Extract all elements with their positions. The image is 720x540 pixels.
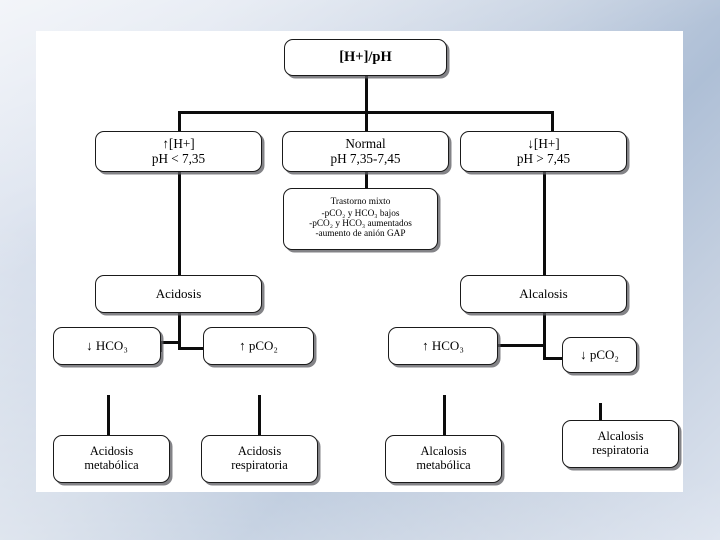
node-mixed-item-3: -aumento de anión GAP [315, 229, 406, 240]
node-alcalosis-metabolica-line1: Alcalosis [420, 444, 467, 459]
node-hco3-up[interactable]: ↑ HCO₃ [388, 327, 498, 365]
node-hco3-up-label: ↑ HCO₃ [422, 337, 464, 353]
node-acidosis[interactable]: Acidosis [95, 275, 262, 313]
node-acidosis-respiratoria[interactable]: Acidosis respiratoria [201, 435, 318, 483]
connector-acidosis-to-hco3down-upper [159, 341, 180, 344]
node-alcalosis-respiratoria-line1: Alcalosis [597, 429, 644, 444]
node-acidosis-metabolica[interactable]: Acidosis metabólica [53, 435, 170, 483]
node-high-h-line1: ↑[H+] [162, 135, 195, 151]
node-pco2-down[interactable]: ↓ pCO₂ [562, 337, 637, 373]
node-low-h-line1: ↓[H+] [527, 135, 560, 151]
connector-acidosis-stem [178, 313, 181, 350]
node-acidosis-respiratoria-line1: Acidosis [237, 444, 282, 459]
node-alcalosis[interactable]: Alcalosis [460, 275, 627, 313]
node-low-h-line2: pH > 7,45 [516, 150, 571, 166]
node-root-label: [H+]/pH [339, 49, 392, 66]
connector-drop-high-h [178, 111, 181, 131]
connector-normal-to-mixed [365, 171, 368, 189]
node-mixed-item-2: -pCO₂ y HCO₃ aumentados [309, 219, 412, 229]
connector-drop-normal [365, 111, 368, 131]
node-alcalosis-respiratoria[interactable]: Alcalosis respiratoria [562, 420, 679, 468]
node-acidosis-label: Acidosis [155, 285, 202, 301]
connector-root-stem [365, 76, 368, 113]
connector-pco2up-to-acidresp [258, 395, 261, 435]
node-acidosis-respiratoria-line2: respiratoria [231, 458, 288, 472]
node-mixed-disorder[interactable]: Trastorno mixto -pCO₂ y HCO₃ bajos -pCO₂… [283, 188, 438, 250]
connector-hco3down-to-acidmet [107, 395, 110, 435]
connector-lowh-to-alcalosis [543, 171, 546, 275]
node-low-h[interactable]: ↓[H+] pH > 7,45 [460, 131, 627, 172]
node-pco2-up[interactable]: ↑ pCO₂ [203, 327, 314, 365]
node-alcalosis-respiratoria-line2: respiratoria [592, 443, 649, 457]
node-root-ph[interactable]: [H+]/pH [284, 39, 447, 76]
node-normal-line2: pH 7,35-7,45 [330, 150, 401, 166]
node-alcalosis-metabolica[interactable]: Alcalosis metabólica [385, 435, 502, 483]
node-normal-line1: Normal [345, 135, 386, 151]
node-hco3-down[interactable]: ↓ HCO₃ [53, 327, 161, 365]
node-hco3-down-label: ↓ HCO₃ [86, 337, 128, 353]
node-acidosis-metabolica-line2: metabólica [84, 458, 139, 472]
connector-hco3up-to-alcmet [443, 395, 446, 435]
node-high-h-line2: pH < 7,35 [151, 150, 206, 166]
connector-alcalosis-to-hco3up [477, 344, 546, 347]
diagram-canvas: [H+]/pH ↑[H+] pH < 7,35 Normal pH 7,35-7… [36, 31, 683, 492]
node-normal[interactable]: Normal pH 7,35-7,45 [282, 131, 449, 172]
node-acidosis-metabolica-line1: Acidosis [89, 444, 134, 459]
connector-alcalosis-stem [543, 313, 546, 360]
node-alcalosis-metabolica-line2: metabólica [416, 458, 471, 472]
node-high-h[interactable]: ↑[H+] pH < 7,35 [95, 131, 262, 172]
connector-drop-low-h [551, 111, 554, 131]
connector-highh-to-acidosis [178, 171, 181, 275]
node-mixed-title: Trastorno mixto [330, 197, 391, 208]
node-alcalosis-label: Alcalosis [519, 285, 568, 301]
node-pco2-up-label: ↑ pCO₂ [239, 337, 278, 353]
node-mixed-item-1: -pCO₂ y HCO₃ bajos [321, 208, 400, 219]
connector-alcalosis-to-pco2down [543, 357, 580, 360]
node-pco2-down-label: ↓ pCO₂ [580, 346, 619, 362]
